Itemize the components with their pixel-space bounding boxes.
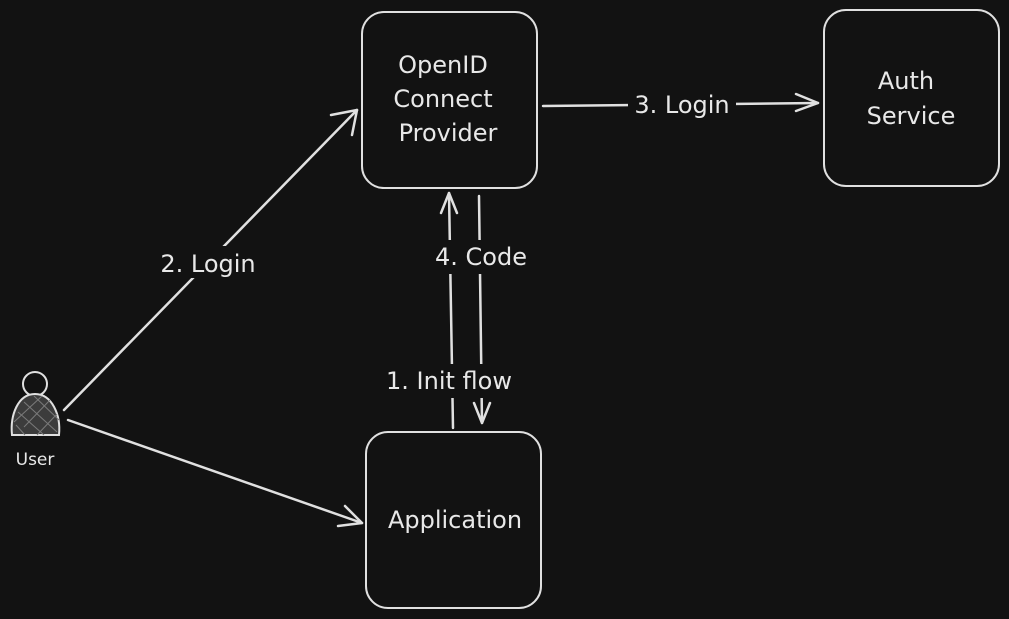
edge-provider-to-auth-label-bg [628,88,736,120]
edge-user-to-provider-label-bg [150,246,266,278]
node-openid-connect-provider-line-2: Connect [393,85,492,113]
edge-application-to-provider-label: 1. Init flow [386,367,512,395]
node-openid-connect-provider[interactable]: OpenID Connect Provider [361,11,538,189]
user-label: User [16,450,55,470]
node-application[interactable]: Application [365,431,542,609]
node-openid-connect-provider-line-3: Provider [399,119,498,147]
edge-user-to-provider-label: 2. Login [160,250,255,278]
edge-provider-to-application-arrowhead [472,401,492,425]
edge-user-to-application-line [66,418,364,525]
edge-provider-to-auth-arrowhead [794,92,820,113]
node-openid-connect-provider-box [361,11,538,189]
node-application-box [365,431,542,609]
node-openid-connect-provider-line-1: OpenID [398,51,488,79]
edge-code-label-bg [428,240,534,274]
edge-user-to-provider[interactable]: 2. Login [62,108,359,412]
node-auth-service-line-1: Auth [878,67,934,95]
edge-provider-to-auth-label: 3. Login [634,91,729,119]
edge-user-to-provider-arrowhead [329,108,359,137]
user-icon [10,371,61,436]
node-auth-service-line-2: Service [867,102,956,130]
user-actor[interactable]: User [10,371,61,470]
node-auth-service-box [823,9,1000,187]
node-auth-service[interactable]: Auth Service [823,9,1000,187]
edge-user-to-application-arrowhead [336,504,364,528]
node-application-line-1: Application [388,506,522,534]
edge-provider-to-auth[interactable]: 3. Login [541,88,820,120]
edge-provider-to-application-label: 4. Code [435,243,527,271]
edge-init-flow-label-bg [370,364,528,398]
edge-application-to-provider-arrowhead [439,191,459,215]
edge-user-to-application[interactable] [66,418,364,528]
